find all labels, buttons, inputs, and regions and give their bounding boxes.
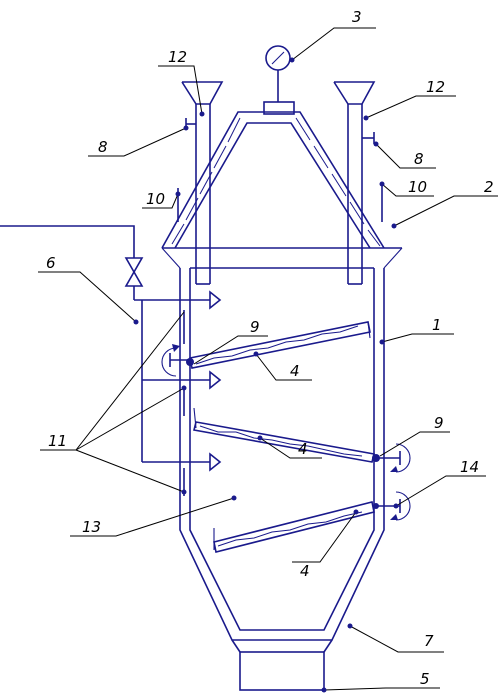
label-lid: 2 — [484, 178, 494, 196]
label-air-line: 6 — [46, 254, 56, 272]
label-drive-lower: 14 — [460, 458, 479, 476]
shaft-upper — [161, 344, 194, 377]
shelf-lower — [213, 501, 375, 553]
air-line — [0, 225, 210, 463]
label-feed-hopper-right: 12 — [426, 78, 445, 96]
apparatus-body — [179, 267, 385, 641]
label-shaft-middle: 9 — [434, 414, 444, 432]
label-valve-left: 8 — [98, 138, 108, 156]
label-valve-right: 8 — [414, 150, 424, 168]
label-pipe-left: 10 — [146, 190, 165, 208]
label-nozzles: 11 — [48, 432, 67, 450]
manometer — [263, 45, 295, 115]
shelf-upper — [189, 321, 371, 369]
drive-lower — [373, 491, 411, 521]
label-feed-hopper-left: 12 — [168, 48, 187, 66]
label-shelf-middle: 4 — [298, 440, 308, 458]
feed-hopper-left — [181, 81, 224, 285]
feed-hopper-right — [333, 81, 376, 285]
label-shelf-lower: 4 — [300, 562, 310, 580]
label-manometer: 3 — [352, 8, 362, 26]
label-outlet-pipe: 7 — [424, 632, 434, 650]
shelf-middle — [193, 407, 375, 463]
label-chamber: 13 — [82, 518, 101, 536]
nozzles — [183, 290, 222, 496]
label-shaft-upper: 9 — [250, 318, 260, 336]
receiver — [231, 639, 333, 691]
conical-lid — [161, 111, 403, 269]
label-shelf-upper: 4 — [290, 362, 300, 380]
label-body: 1 — [432, 316, 442, 334]
label-receiver: 5 — [420, 670, 430, 688]
valve-right — [362, 132, 375, 144]
shaft-middle — [372, 443, 411, 473]
leader-lines — [38, 27, 498, 693]
label-pipe-right: 10 — [408, 178, 427, 196]
